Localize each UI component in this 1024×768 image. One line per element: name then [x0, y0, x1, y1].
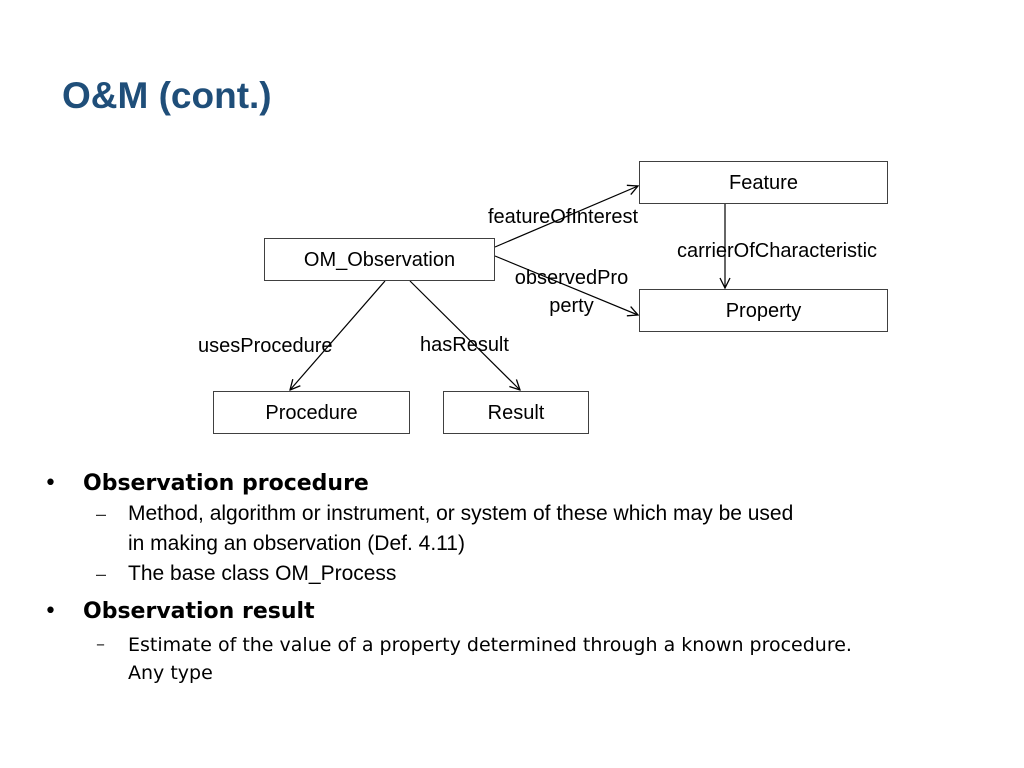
sub-bullet-text: The base class OM_Process [128, 562, 397, 585]
sub-bullet-text: Method, algorithm or instrument, or syst… [128, 502, 794, 525]
node-result-label: Result [487, 401, 545, 424]
node-procedure-label: Procedure [265, 401, 358, 424]
sub-bullet-text: Any type [128, 662, 213, 684]
node-property: Property [639, 289, 888, 332]
sub-bullet-text: in making an observation (Def. 4.11) [128, 532, 465, 555]
edge-label-has-result: hasResult [420, 334, 509, 356]
bullet-list: • Observation procedure – Method, algori… [44, 469, 984, 687]
edge-feature-of-interest [494, 186, 638, 248]
edge-label-observed-property-line1: observedPro [514, 267, 629, 289]
edge-label-carrier-of-characteristic: carrierOfCharacteristic [677, 240, 878, 262]
sub-bullet: – Method, algorithm or instrument, or sy… [44, 499, 984, 529]
bullet-heading: Observation result [83, 599, 315, 624]
sub-bullet: – The base class OM_Process [44, 559, 984, 589]
node-om-observation: OM_Observation [264, 238, 495, 281]
edge-label-uses-procedure: usesProcedure [198, 335, 333, 357]
om-diagram: Feature OM_Observation Property Procedur… [0, 0, 1024, 460]
edge-observed-property [494, 255, 638, 315]
node-om-observation-label: OM_Observation [303, 248, 456, 271]
edge-label-observed-property-line2: perty [549, 295, 594, 317]
bullet-dot: • [44, 471, 57, 496]
node-property-label: Property [725, 299, 802, 322]
sub-bullet-continuation: in making an observation (Def. 4.11) [44, 529, 984, 559]
bullet-dot: • [44, 599, 57, 624]
node-feature-label: Feature [729, 171, 798, 194]
sub-bullet: – Estimate of the value of a property de… [44, 631, 984, 659]
bullet-observation-procedure: • Observation procedure [44, 469, 984, 499]
node-feature: Feature [639, 161, 888, 204]
sub-bullet-dash: – [96, 634, 105, 655]
slide-title: O&M (cont.) [62, 75, 272, 116]
sub-bullet-dash: – [96, 564, 107, 584]
diagram-edges [0, 0, 1024, 460]
bullet-observation-result: • Observation result [44, 597, 984, 627]
bullet-heading: Observation procedure [83, 471, 369, 496]
sub-bullet-continuation: Any type [44, 659, 984, 687]
node-procedure: Procedure [213, 391, 410, 434]
sub-bullet-text: Estimate of the value of a property dete… [128, 634, 852, 656]
edge-has-result [409, 280, 520, 390]
node-result: Result [443, 391, 589, 434]
edge-label-observed-property: observedPro perty [506, 264, 637, 320]
edge-uses-procedure [290, 280, 386, 390]
edge-label-feature-of-interest: featureOfInterest [488, 206, 639, 228]
sub-bullet-dash: – [96, 504, 107, 524]
